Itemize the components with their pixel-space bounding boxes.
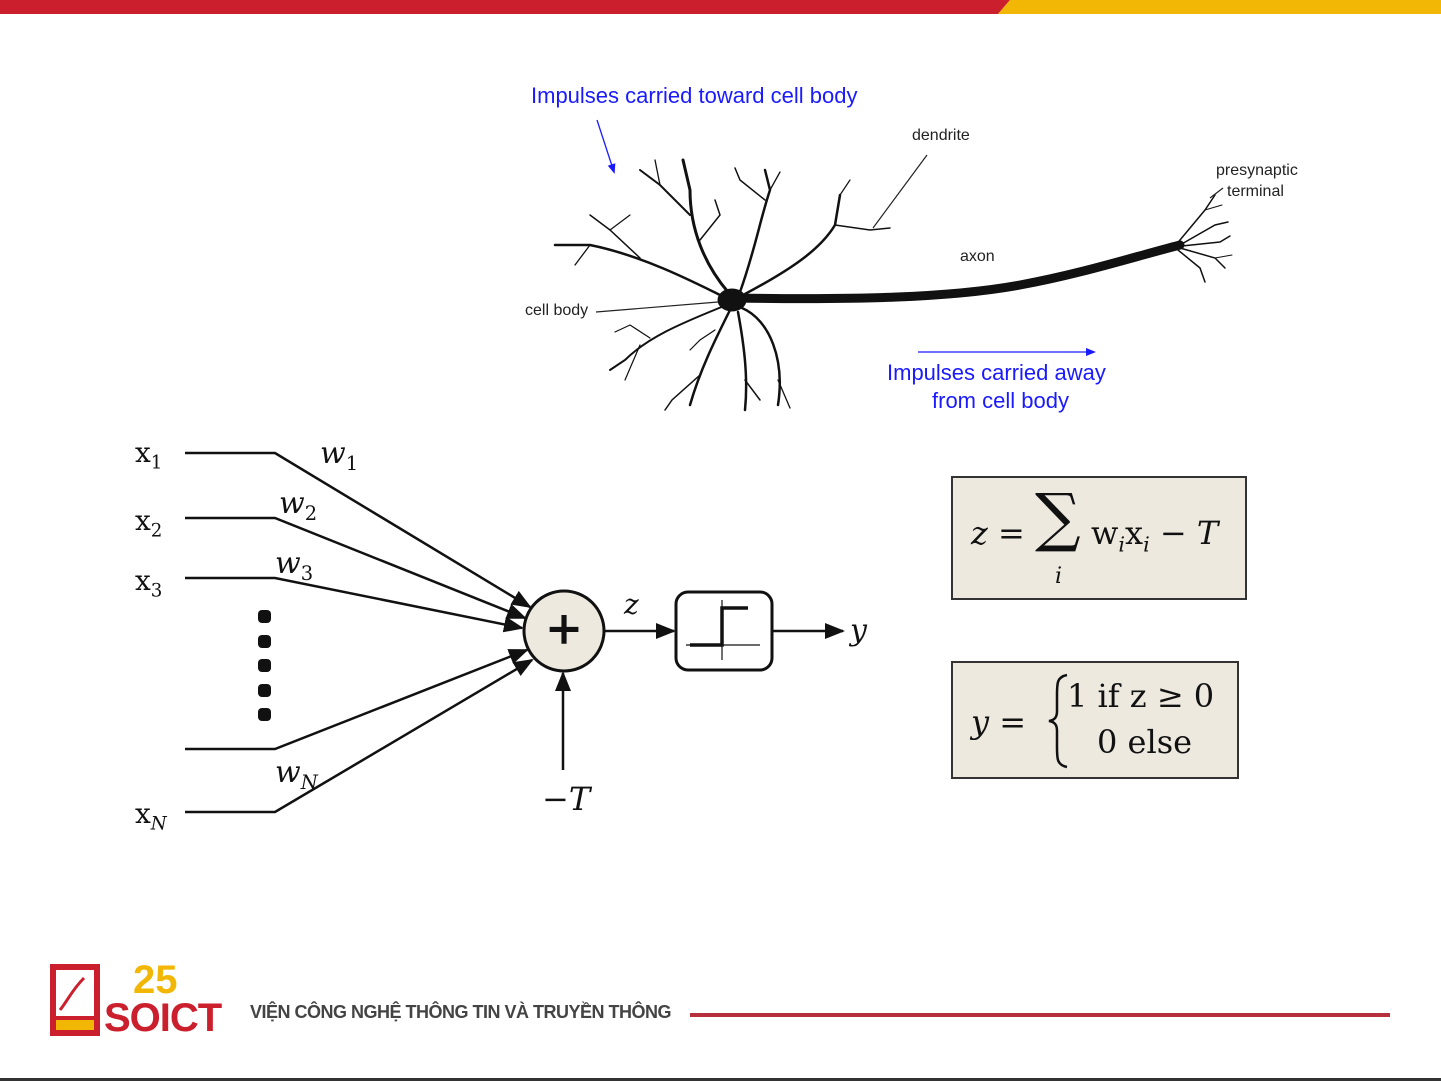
input-x2: x2 <box>135 504 162 541</box>
eq1-index: i <box>1055 564 1062 589</box>
impulses-out-label-2: from cell body <box>932 388 1069 414</box>
equation-box-z: z = ∑ i wixi − T <box>951 476 1247 600</box>
input-x1: x1 <box>135 436 162 473</box>
impulses-out-label-1: Impulses carried away <box>887 360 1106 386</box>
terminal-label: terminal <box>1227 183 1284 201</box>
input-xn: xN <box>135 797 167 834</box>
eq2-lhs: y = <box>971 703 1026 741</box>
threshold-label: −T <box>542 780 590 818</box>
equation-box-y: y = 1 if z ≥ 0 0 else <box>951 661 1239 779</box>
axon-label: axon <box>960 248 995 266</box>
eq1-term: wixi − T <box>1091 514 1218 556</box>
weight-w2: w2 <box>279 486 317 525</box>
z-label: z <box>624 588 639 621</box>
eq1-sum-symbol: ∑ <box>1035 486 1081 550</box>
input-line-3 <box>185 578 522 628</box>
y-output-label: y <box>850 613 867 648</box>
eq2-case-1: 1 if z ≥ 0 <box>1067 677 1214 715</box>
institute-name: VIỆN CÔNG NGHỆ THÔNG TIN VÀ TRUYỀN THÔNG <box>250 1002 671 1023</box>
impulses-in-label: Impulses carried toward cell body <box>531 83 857 109</box>
input-x3: x3 <box>135 564 162 601</box>
impulses-in-arrow <box>597 120 614 172</box>
input-line-2 <box>185 518 525 618</box>
presynaptic-label: presynaptic <box>1216 162 1298 180</box>
summation-symbol: + <box>541 601 587 655</box>
step-function-box <box>676 592 772 670</box>
cell-body-label: cell body <box>525 302 588 320</box>
dendrite-pointer <box>873 155 927 228</box>
axon-line <box>735 245 1180 299</box>
input-line-4 <box>185 650 527 749</box>
logo-text: SOICT <box>104 996 221 1041</box>
eq2-case-2: 0 else <box>1097 723 1192 761</box>
input-line-1 <box>185 453 530 607</box>
weight-w1: w1 <box>320 436 358 475</box>
dendrite-label: dendrite <box>912 127 970 145</box>
weight-w3: w3 <box>275 546 313 585</box>
presynaptic-pointer <box>1210 188 1223 198</box>
cell-body-pointer <box>596 302 718 312</box>
input-line-n <box>185 660 532 812</box>
weight-wn: wN <box>275 755 318 794</box>
eq1-lhs: z = <box>971 514 1025 552</box>
ellipsis-dots <box>258 610 271 721</box>
